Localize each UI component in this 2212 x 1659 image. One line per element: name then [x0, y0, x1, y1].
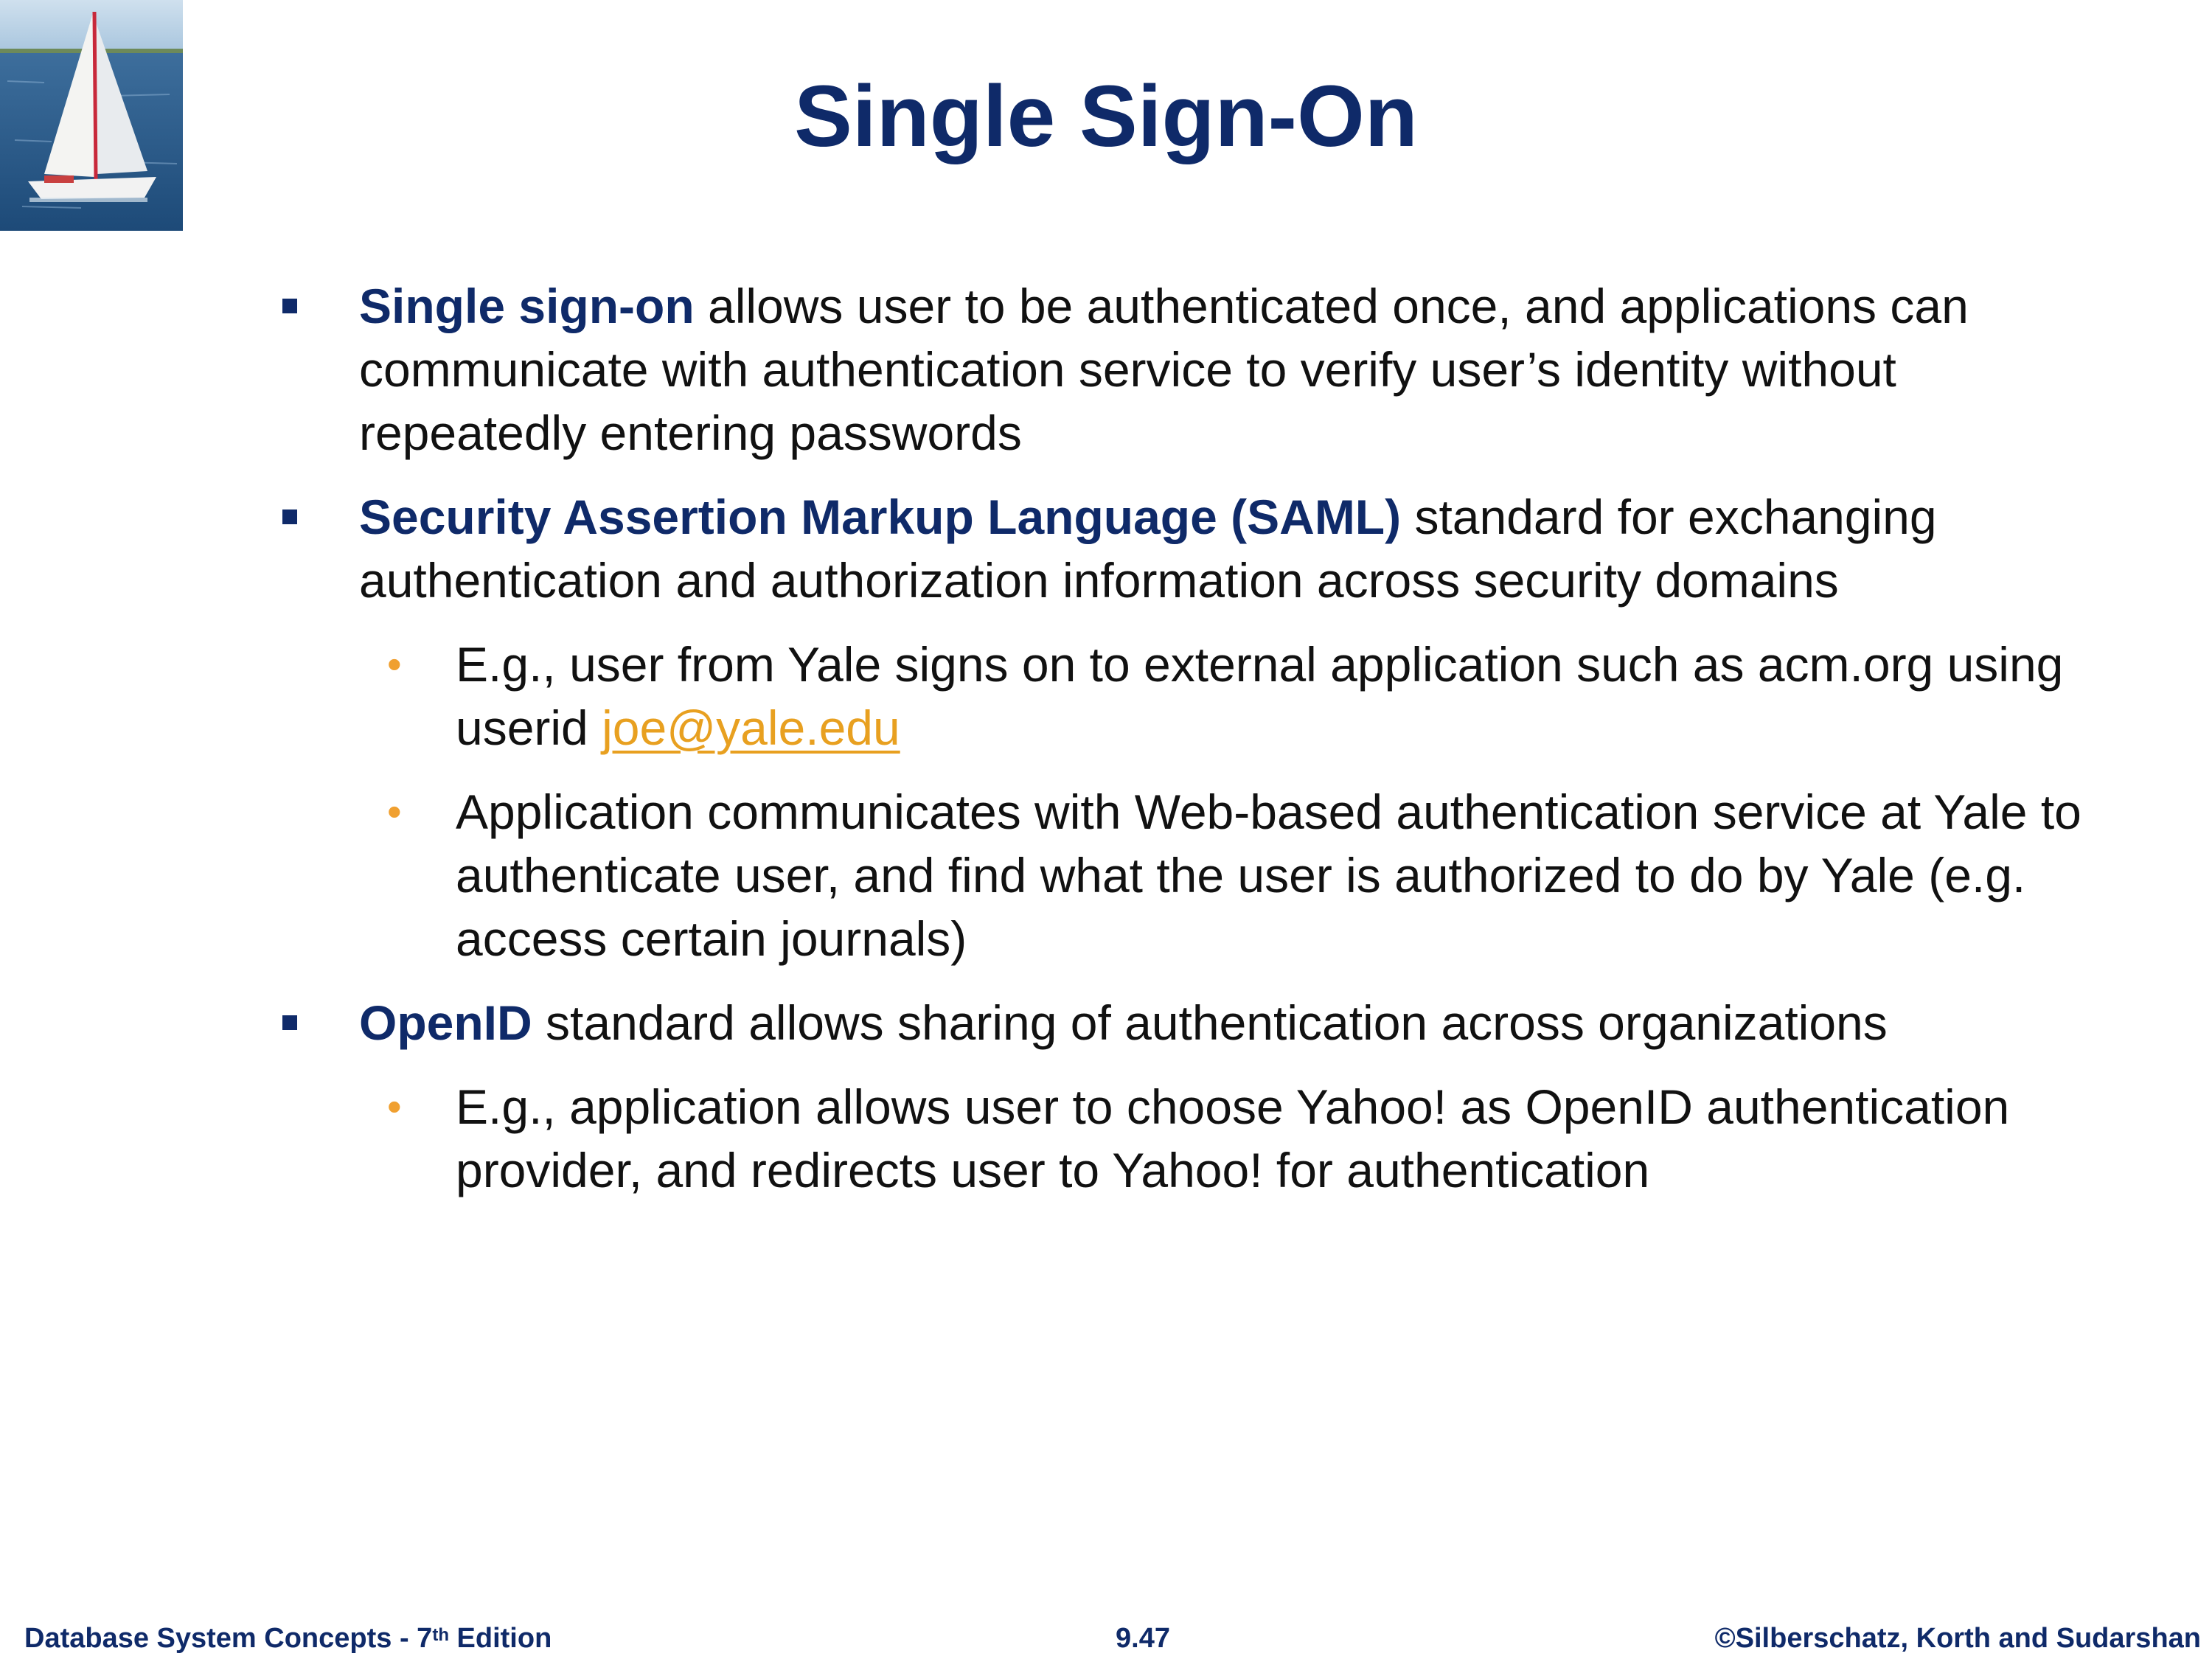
bullet-term: Single sign-on — [359, 279, 695, 333]
footer-edition-text: Edition — [448, 1623, 552, 1654]
sub-bullet-web-auth: • Application communicates with Web-base… — [276, 780, 2083, 970]
bullet-text: standard for exchanging authentication a… — [359, 490, 1937, 608]
sub-bullet-text: Application communicates with Web-based … — [456, 785, 2081, 966]
round-bullet-icon: • — [387, 641, 402, 687]
bullet-openid: OpenID standard allows sharing of authen… — [276, 991, 2083, 1054]
square-bullet-icon — [282, 1015, 297, 1030]
round-bullet-icon: • — [387, 1083, 402, 1130]
sub-bullet-text: E.g., user from Yale signs on to externa… — [456, 637, 2064, 755]
square-bullet-icon — [282, 509, 297, 524]
bullet-term: OpenID — [359, 995, 532, 1050]
round-bullet-icon: • — [387, 788, 402, 835]
bullet-text: standard allows sharing of authenticatio… — [532, 995, 1888, 1050]
footer-title-text: Database System Concepts - 7 — [24, 1623, 433, 1654]
sub-bullet-yahoo-example: • E.g., application allows user to choos… — [276, 1075, 2083, 1202]
footer-copyright: ©Silberschatz, Korth and Sudarshan — [1714, 1623, 2201, 1654]
sailboat-logo-image — [0, 0, 183, 231]
email-link[interactable]: joe@yale.edu — [602, 700, 900, 755]
bullet-saml: Security Assertion Markup Language (SAML… — [276, 485, 2083, 612]
bullet-term: Security Assertion Markup Language (SAML… — [359, 490, 1402, 544]
footer-edition-superscript: th — [432, 1625, 449, 1645]
square-bullet-icon — [282, 299, 297, 313]
sub-bullet-yale-example: • E.g., user from Yale signs on to exter… — [276, 633, 2083, 759]
bullet-single-sign-on: Single sign-on allows user to be authent… — [276, 274, 2083, 465]
bullet-text: allows user to be authenticated once, an… — [359, 279, 1969, 460]
footer-page-number: 9.47 — [1116, 1623, 1170, 1654]
footer-book-title: Database System Concepts - 7th Edition — [24, 1621, 552, 1656]
slide-title: Single Sign-On — [794, 68, 1418, 165]
sub-bullet-text: E.g., application allows user to choose … — [456, 1079, 2010, 1197]
bullet-list: Single sign-on allows user to be authent… — [276, 274, 2083, 1222]
